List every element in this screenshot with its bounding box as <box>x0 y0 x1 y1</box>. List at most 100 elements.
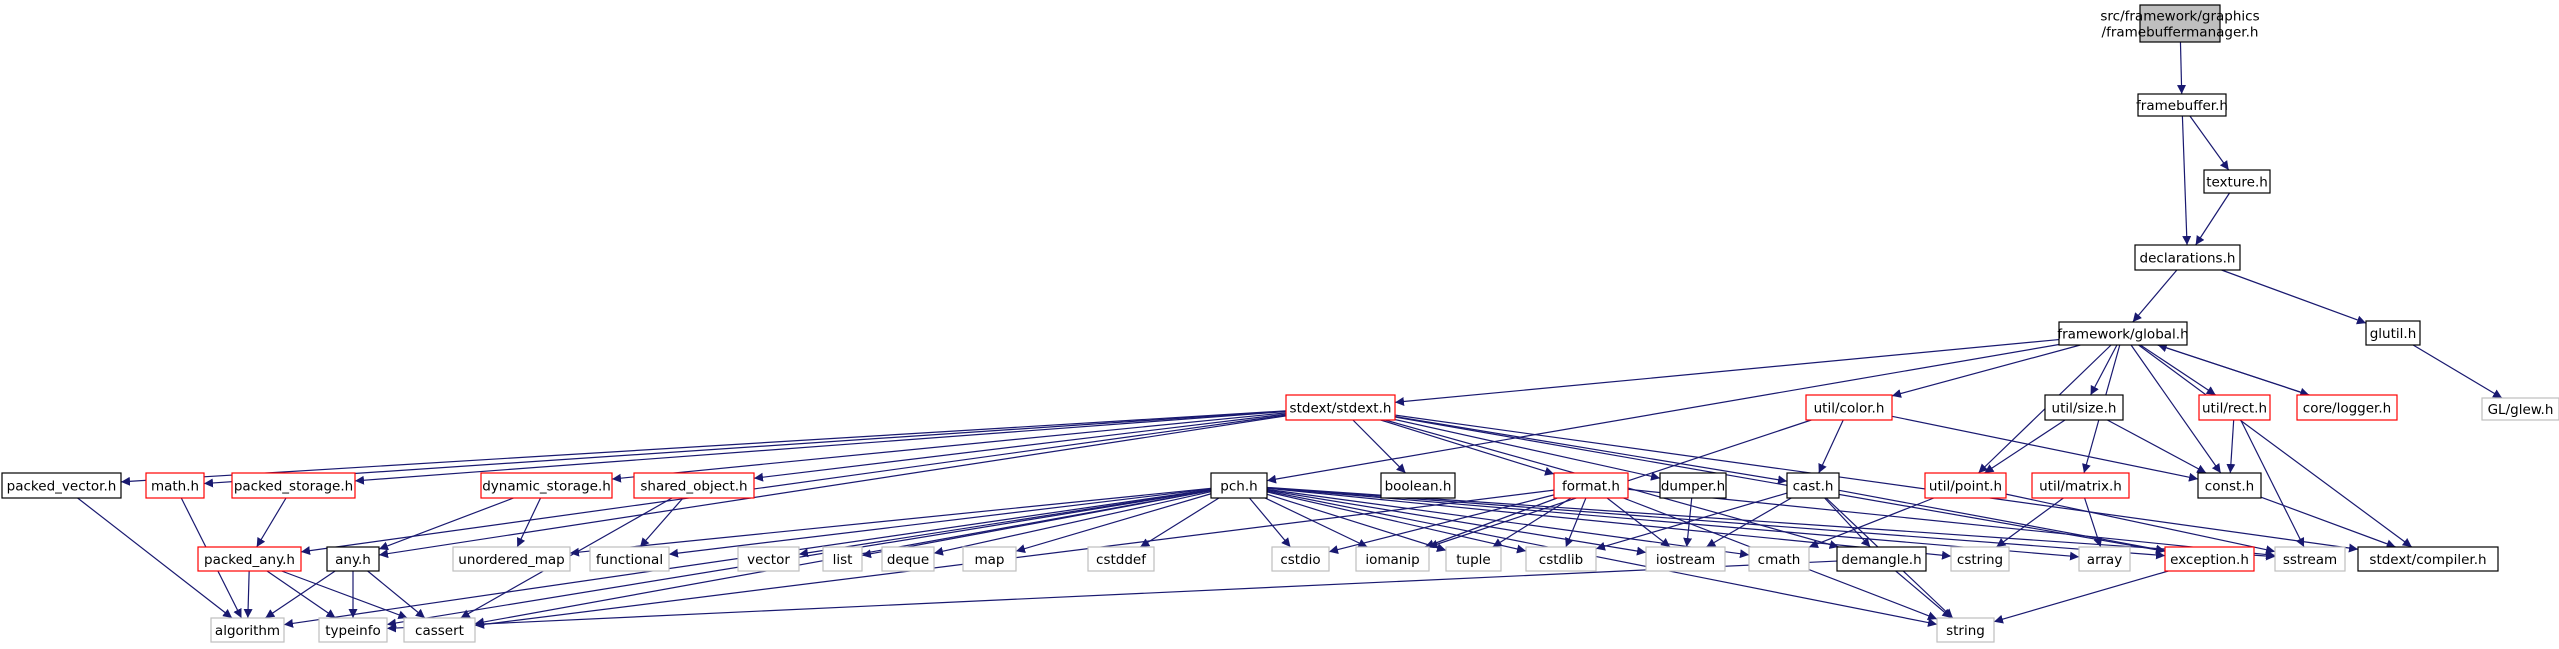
node-pch[interactable]: pch.h <box>1210 472 1268 499</box>
edge-stdext-to-format <box>1380 419 1555 476</box>
node-label-array: array <box>2087 552 2122 568</box>
node-label-cstring: cstring <box>1957 552 2003 568</box>
edge-stdext-to-exception <box>1394 416 2166 555</box>
node-label-cmath: cmath <box>1758 552 1801 568</box>
node-box-exception <box>2164 546 2255 572</box>
edge-pch-to-cstring <box>1266 487 1952 560</box>
edge-global-to-pch <box>1266 343 2060 484</box>
edge-size-to-const <box>2107 419 2207 474</box>
node-label-string: string <box>1946 623 1985 639</box>
node-box-typeinfo <box>318 617 388 643</box>
node-glutil[interactable]: glutil.h <box>2365 320 2421 346</box>
node-label-logger: core/logger.h <box>2303 401 2391 417</box>
node-map: map <box>962 546 1017 572</box>
node-label-deque: deque <box>887 552 929 568</box>
edge-pch-to-sstream <box>1266 486 2276 561</box>
node-array: array <box>2078 546 2131 572</box>
edge-declarations-to-glutil <box>2221 269 2367 325</box>
node-label-list: list <box>833 552 853 568</box>
node-dynamic_storage[interactable]: dynamic_storage.h <box>480 472 613 499</box>
node-matrix[interactable]: util/matrix.h <box>2031 472 2130 499</box>
node-cstdio: cstdio <box>1271 546 1330 572</box>
node-declarations[interactable]: declarations.h <box>2134 244 2241 271</box>
node-label-iomanip: iomanip <box>1365 552 1419 568</box>
node-box-deque <box>881 546 935 572</box>
node-boolean[interactable]: boolean.h <box>1380 472 1456 499</box>
node-functional: functional <box>589 546 670 572</box>
edge-pch-to-string <box>1266 490 1938 627</box>
node-color[interactable]: util/color.h <box>1805 394 1893 421</box>
edge-stdext-to-packed_any <box>300 414 1287 556</box>
node-label-math: math.h <box>151 479 199 495</box>
node-glew: GL/glew.h <box>2481 397 2559 421</box>
node-const[interactable]: const.h <box>2197 472 2262 499</box>
node-packed_any[interactable]: packed_any.h <box>197 546 302 572</box>
node-format[interactable]: format.h <box>1553 472 1629 499</box>
node-box-matrix <box>2031 472 2130 499</box>
edge-framebuffer-to-texture <box>2189 115 2230 171</box>
node-sstream: sstream <box>2274 546 2346 572</box>
edge-format-to-iostream <box>1606 497 1671 548</box>
node-label-map: map <box>975 552 1005 568</box>
node-label-typeinfo: typeinfo <box>325 623 380 639</box>
node-logger[interactable]: core/logger.h <box>2296 394 2398 421</box>
node-box-cmath <box>1748 546 1810 572</box>
node-compiler[interactable]: stdext/compiler.h <box>2357 546 2499 572</box>
edge-cast-to-demangle <box>1824 497 1871 548</box>
node-box-functional <box>589 546 670 572</box>
edge-demangle-to-string <box>1895 570 1952 619</box>
node-rect[interactable]: util/rect.h <box>2198 394 2271 421</box>
node-label-tuple: tuple <box>1456 552 1490 568</box>
node-label-iostream: iostream <box>1656 552 1715 568</box>
node-exception[interactable]: exception.h <box>2164 546 2255 572</box>
node-label-cstdlib: cstdlib <box>1539 552 1583 568</box>
edge-stdext-to-shared_object <box>753 413 1287 482</box>
edge-format-to-tuple <box>1492 497 1572 548</box>
node-cassert: cassert <box>403 617 476 643</box>
node-cast[interactable]: cast.h <box>1786 472 1840 499</box>
edge-global-to-rect <box>2139 344 2216 396</box>
node-label-boolean: boolean.h <box>1385 479 1452 495</box>
node-box-list <box>822 546 863 572</box>
node-texture[interactable]: texture.h <box>2203 169 2271 194</box>
edge-color-to-cast <box>1818 419 1844 474</box>
node-root[interactable]: src/framework/graphics/framebuffermanage… <box>2100 4 2260 43</box>
node-label-shared_object: shared_object.h <box>640 479 747 495</box>
edge-stdext-to-compiler <box>1394 414 2359 553</box>
node-label-matrix: util/matrix.h <box>2039 479 2122 495</box>
node-box-map <box>962 546 1017 572</box>
node-label-color: util/color.h <box>1814 401 1885 417</box>
node-stdext[interactable]: stdext/stdext.h <box>1285 394 1396 421</box>
node-label-point: util/point.h <box>1929 479 2002 495</box>
edge-format-to-cstdlib <box>1565 497 1587 548</box>
node-cstring: cstring <box>1950 546 2010 572</box>
node-size[interactable]: util/size.h <box>2044 394 2124 421</box>
node-box-iostream <box>1645 546 1726 572</box>
node-label-pch: pch.h <box>1220 479 1257 495</box>
node-global[interactable]: framework/global.h <box>2057 321 2189 346</box>
node-box-declarations <box>2134 244 2241 271</box>
edge-format-to-cstdio <box>1328 494 1555 554</box>
edge-framebuffer-to-declarations <box>2181 115 2192 246</box>
node-label-sstream: sstream <box>2283 552 2337 568</box>
edge-global-to-compiler <box>2138 344 2413 548</box>
node-math[interactable]: math.h <box>145 472 205 499</box>
node-framebuffer[interactable]: framebuffer.h <box>2136 93 2228 117</box>
node-demangle[interactable]: demangle.h <box>1836 546 1927 572</box>
node-box-rect <box>2198 394 2271 421</box>
node-point[interactable]: util/point.h <box>1924 472 2007 499</box>
node-any[interactable]: any.h <box>326 546 380 572</box>
node-box-shared_object <box>633 472 755 499</box>
node-label-rect: util/rect.h <box>2202 401 2267 417</box>
node-shared_object[interactable]: shared_object.h <box>633 472 755 499</box>
edge-color-to-const <box>1891 415 2199 482</box>
node-box-any <box>326 546 380 572</box>
node-packed_storage[interactable]: packed_storage.h <box>231 472 356 499</box>
node-dumper[interactable]: dumper.h <box>1659 472 1727 499</box>
node-label-root: /framebuffermanager.h <box>2102 25 2259 41</box>
edge-global-to-stdext <box>1394 338 2060 406</box>
node-label-const: const.h <box>2205 479 2254 495</box>
node-box-dynamic_storage <box>480 472 613 499</box>
node-algorithm: algorithm <box>210 617 285 643</box>
node-packed_vector[interactable]: packed_vector.h <box>1 472 122 499</box>
